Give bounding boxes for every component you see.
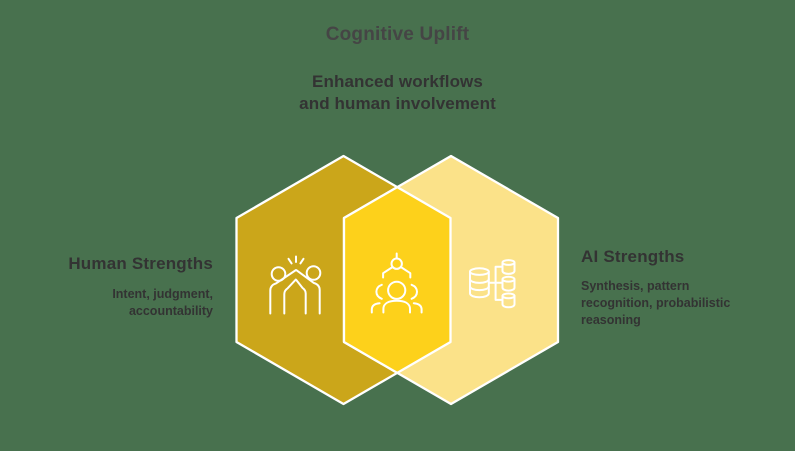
- ai-strengths-label: AI Strengths Synthesis, pattern recognit…: [581, 247, 756, 329]
- human-strengths-caption-line-1: Intent, judgment,: [112, 287, 213, 301]
- human-strengths-label: Human Strengths Intent, judgment, accoun…: [23, 254, 213, 320]
- ai-strengths-caption-line-2: recognition, probabilistic: [581, 296, 731, 310]
- diagram-subtitle-line-1: Enhanced workflows: [312, 72, 483, 91]
- human-strengths-heading: Human Strengths: [68, 254, 213, 273]
- ai-strengths-heading: AI Strengths: [581, 247, 685, 266]
- high-five-icon: [269, 255, 322, 315]
- human-strengths-caption: Intent, judgment, accountability: [23, 286, 213, 320]
- diagram-subtitle: Enhanced workflows and human involvement: [0, 71, 795, 114]
- human-strengths-caption-line-2: accountability: [128, 304, 213, 318]
- human-ai-collaboration-icon: [370, 252, 423, 314]
- cognitive-uplift-overlap-hexagon: [342, 185, 452, 375]
- diagram-title: Cognitive Uplift: [325, 24, 470, 45]
- ai-strengths-caption: Synthesis, pattern recognition, probabil…: [581, 278, 756, 329]
- ai-strengths-caption-line-1: Synthesis, pattern: [581, 279, 690, 293]
- ai-strengths-caption-line-3: reasoning: [581, 313, 641, 327]
- database-branch-icon: [469, 259, 516, 309]
- diagram-subtitle-line-2: and human involvement: [299, 93, 496, 113]
